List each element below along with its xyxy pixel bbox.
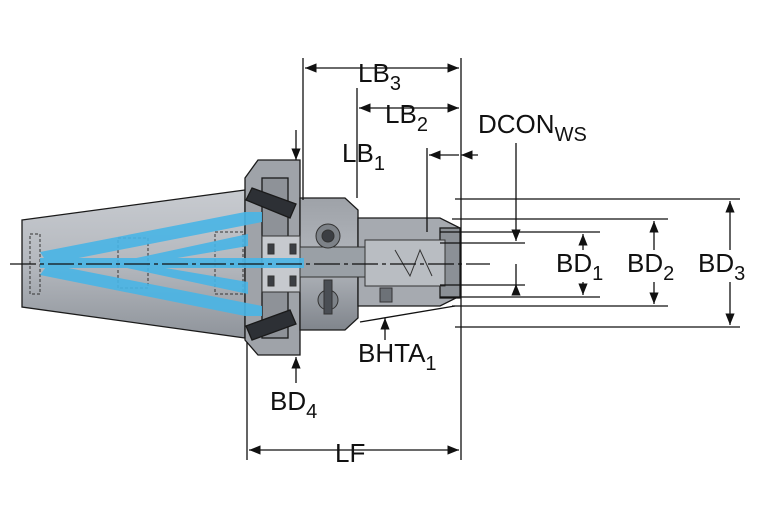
- label-lb1: LB1: [342, 138, 385, 175]
- label-bd3: BD3: [698, 248, 745, 285]
- label-bhta1: BHTA1: [358, 338, 437, 375]
- coolant-channels: [40, 212, 304, 316]
- drive-key-bottom: [245, 309, 297, 341]
- label-bd1: BD1: [556, 248, 603, 285]
- dimension-lines: [246, 58, 740, 460]
- label-bd4: BD4: [270, 386, 317, 423]
- label-dcon-ws: DCONWS: [478, 109, 587, 146]
- label-lb3: LB3: [358, 58, 401, 95]
- label-lb2: LB2: [385, 99, 428, 136]
- drive-key-top: [245, 187, 297, 219]
- label-bd2: BD2: [627, 248, 674, 285]
- label-lf: LF: [335, 438, 365, 468]
